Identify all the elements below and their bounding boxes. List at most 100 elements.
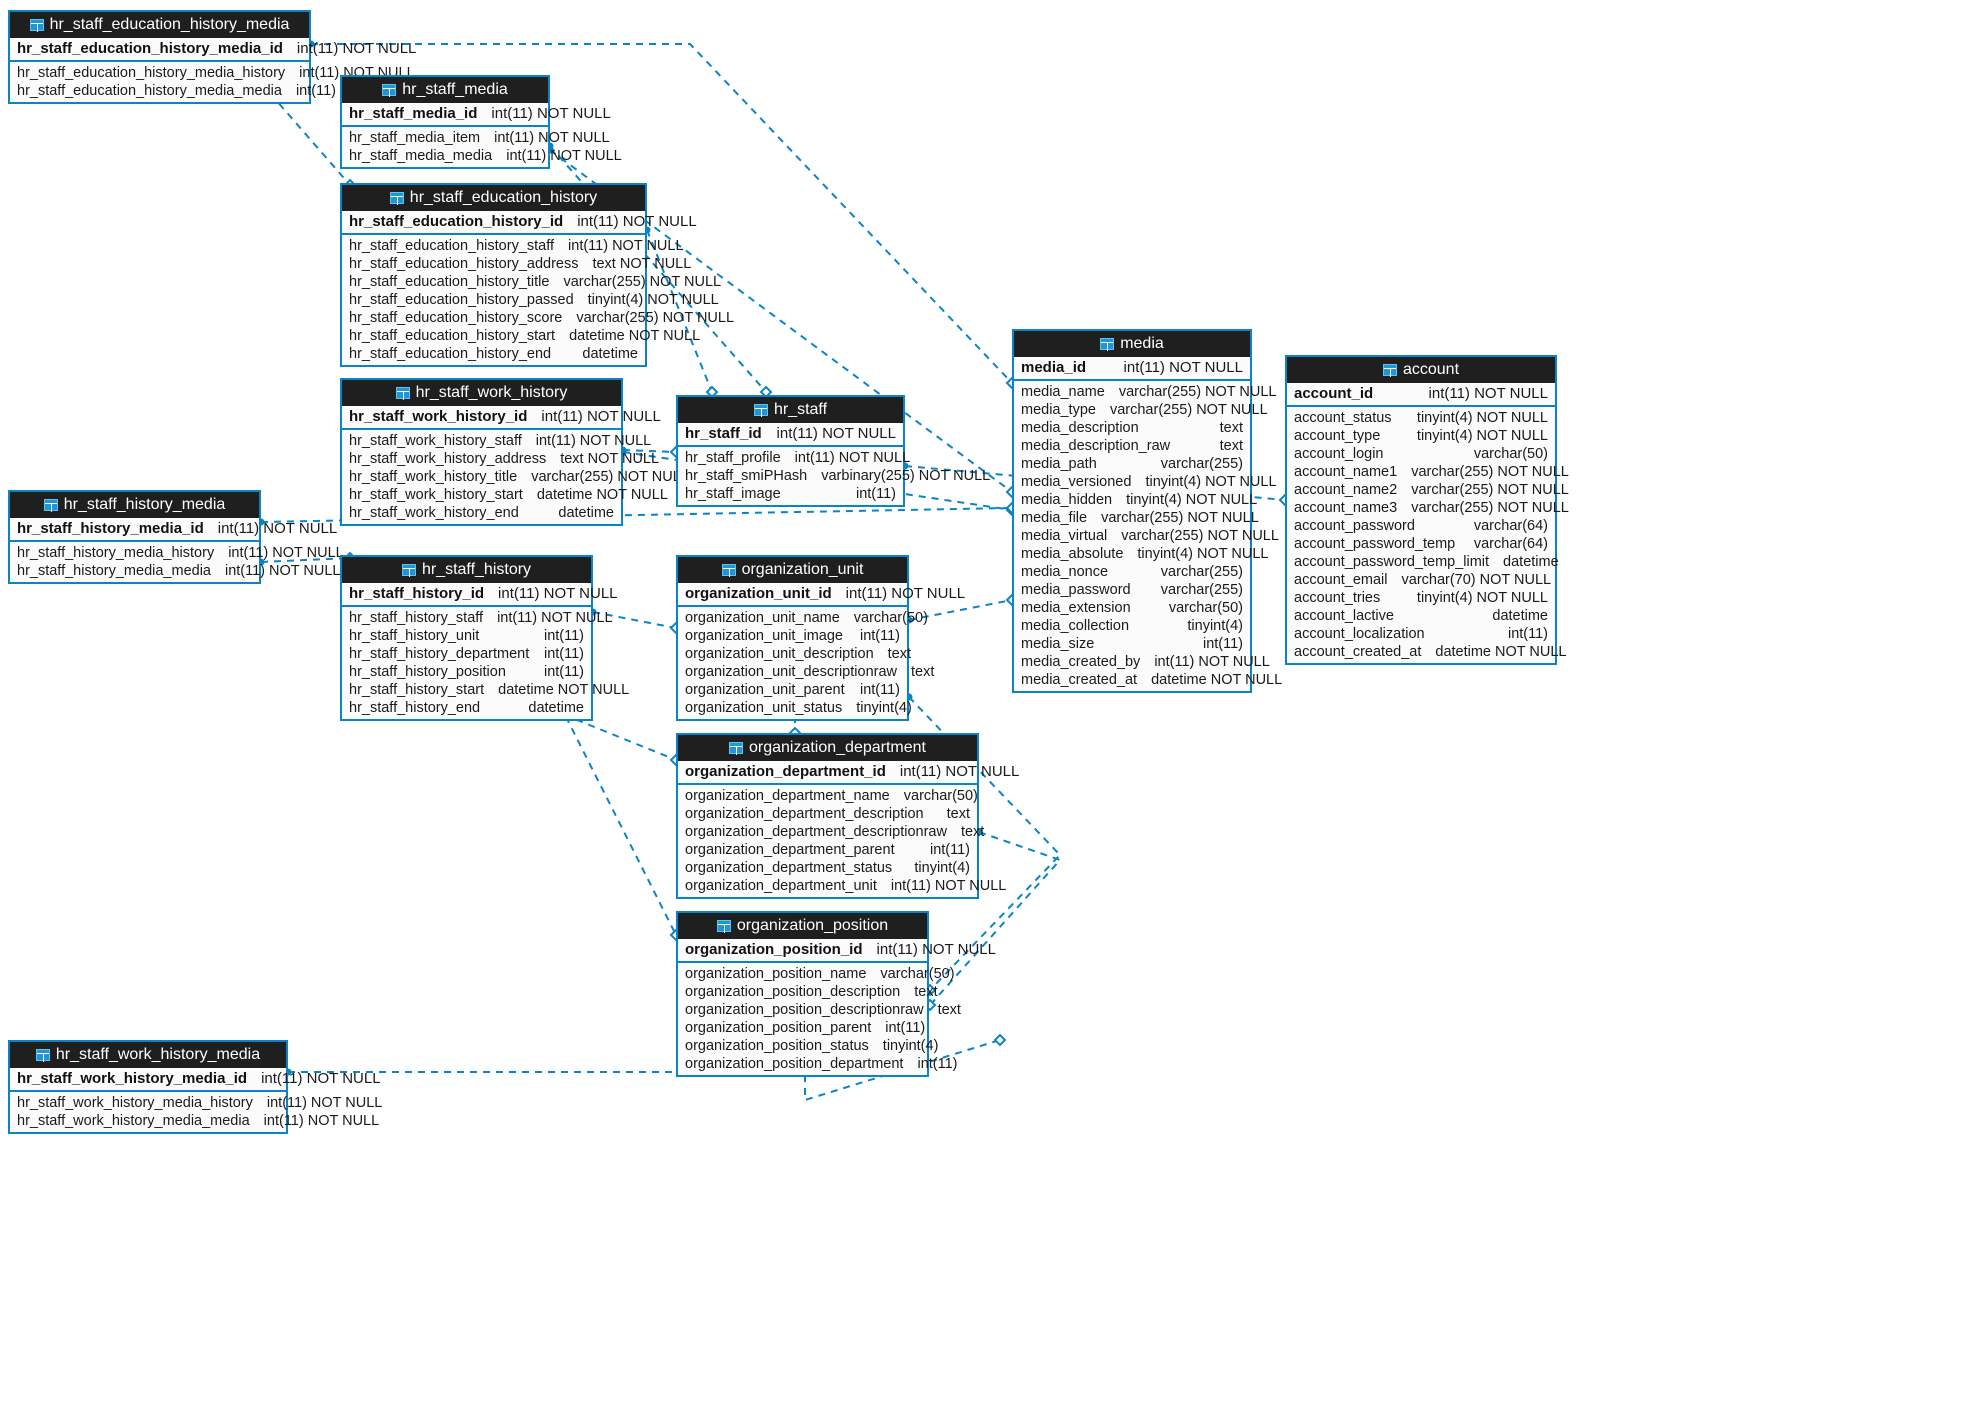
column-name: media_absolute: [1021, 546, 1124, 562]
column-name: account_password_temp_limit: [1294, 554, 1490, 570]
column-name: account_login: [1294, 446, 1384, 462]
column-type: datetime NOT NULL: [498, 682, 630, 698]
column-name: organization_unit_descriptionraw: [685, 664, 897, 680]
column-name: organization_department_id: [685, 763, 886, 780]
column-name: media_collection: [1021, 618, 1130, 634]
column-name: media_description_raw: [1021, 438, 1171, 454]
column-name: hr_staff_history_media_history: [17, 545, 215, 561]
column-name: hr_staff_history_media_id: [17, 520, 204, 537]
column-type: int(11): [1507, 626, 1548, 642]
column-name: media_id: [1021, 359, 1087, 376]
column-type: int(11): [543, 646, 584, 662]
column-name: account_lactive: [1294, 608, 1394, 624]
table-title: hr_staff_media: [402, 81, 508, 98]
table-hr_staff_history_media[interactable]: hr_staff_history_media hr_staff_history_m…: [8, 490, 344, 584]
table-hr_staff_work_history_media[interactable]: hr_staff_work_history_media hr_staff_work…: [8, 1040, 382, 1134]
column-type: datetime: [558, 505, 614, 521]
column-name: organization_department_unit: [685, 878, 877, 894]
column-row: hr_staff_history_media_history int(11) NO…: [10, 544, 344, 562]
column-type: varchar(255): [1160, 564, 1243, 580]
column-name: organization_department_parent: [685, 842, 895, 858]
column-row: hr_staff_work_history_media_media int(11)…: [10, 1112, 379, 1130]
table-header-hr_staff: hr_staff: [678, 397, 903, 423]
column-name: organization_position_department: [685, 1056, 904, 1072]
column-name: hr_staff_work_history_media_id: [17, 1070, 248, 1087]
column-type: int(11) NOT NULL: [263, 1113, 380, 1129]
column-type: int(11) NOT NULL: [776, 425, 896, 442]
column-type: varchar(255) NOT NULL: [1109, 402, 1268, 418]
table-title: media: [1120, 335, 1164, 352]
column-name: account_created_at: [1294, 644, 1422, 660]
column-name: account_password_temp: [1294, 536, 1456, 552]
column-type: tinyint(4) NOT NULL: [1126, 492, 1258, 508]
column-name: hr_staff_work_history_media_media: [17, 1113, 250, 1129]
column-name: hr_staff_education_history_start: [349, 328, 556, 344]
column-name: organization_position_descriptionraw: [685, 1002, 924, 1018]
column-name: hr_staff_work_history_id: [349, 408, 528, 425]
column-name: hr_staff_education_history_media_history: [17, 65, 286, 81]
column-name: organization_department_descriptionraw: [685, 824, 947, 840]
column-name: media_hidden: [1021, 492, 1113, 508]
table-icon: [395, 387, 410, 400]
column-name: organization_department_status: [685, 860, 893, 876]
column-type: varchar(255) NOT NULL: [576, 310, 735, 326]
table-icon: [401, 564, 416, 577]
column-name: hr_staff_history_staff: [349, 610, 484, 626]
column-name: media_versioned: [1021, 474, 1132, 490]
column-name: hr_staff_education_history_passed: [349, 292, 574, 308]
column-type: varchar(255) NOT NULL: [1411, 464, 1569, 480]
column-name: organization_unit_image: [685, 628, 843, 644]
column-type: int(11) NOT NULL: [228, 545, 344, 561]
column-name: hr_staff_work_history_media_history: [17, 1095, 253, 1111]
column-name: organization_position_name: [685, 966, 867, 982]
table-icon: [1382, 364, 1397, 377]
table-title: hr_staff_work_history_media: [55, 1046, 261, 1063]
table-header-hr_staff_history_media: hr_staff_history_media: [10, 492, 259, 518]
table-title: hr_staff: [773, 401, 828, 418]
table-icon: [29, 19, 44, 32]
column-type: int(11): [885, 1020, 926, 1036]
table-header-organization_unit: organization_unit: [678, 557, 907, 583]
table-icon: [389, 192, 404, 205]
